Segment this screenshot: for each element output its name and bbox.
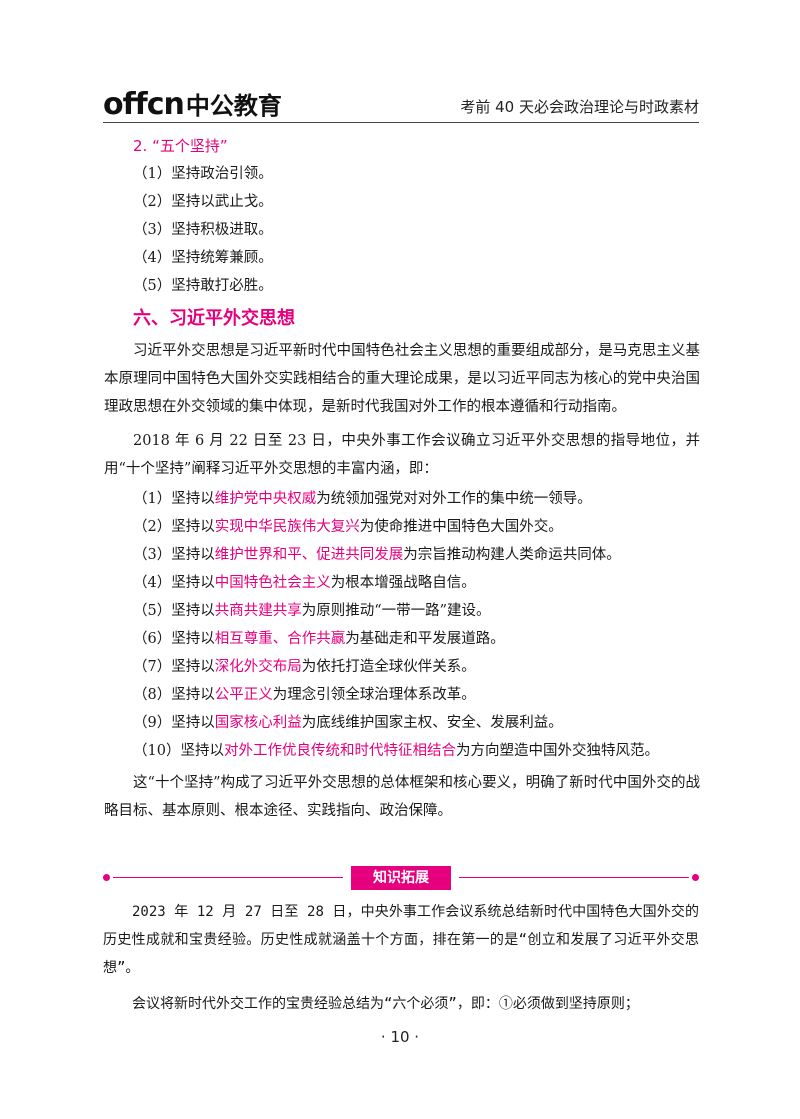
list-item: （2）坚持以武止戈。 bbox=[133, 194, 273, 210]
list-item: （9）坚持以国家核心利益为底线维护国家主权、安全、发展利益。 bbox=[133, 713, 699, 734]
page-header: offcn 中公教育 考前 40 天必会政治理论与时政素材 bbox=[103, 86, 699, 122]
page-number: · 10 · bbox=[380, 1028, 420, 1046]
banner-rule-left bbox=[113, 877, 343, 878]
item-highlight: 实现中华民族伟大复兴 bbox=[214, 519, 360, 535]
paragraph: 2023 年 12 月 27 日至 28 日，中央外事工作会议系统总结新时代中国… bbox=[103, 904, 699, 976]
item-prefix: （9）坚持以 bbox=[133, 715, 215, 731]
item-prefix: （5）坚持以 bbox=[133, 603, 215, 619]
item-highlight: 中国特色社会主义 bbox=[214, 575, 331, 591]
banner-rule-right bbox=[459, 877, 689, 878]
item-highlight: 国家核心利益 bbox=[214, 715, 302, 731]
list-item: （1）坚持以维护党中央权威为统领加强党对对外工作的集中统一领导。 bbox=[133, 489, 699, 510]
item-highlight: 公平正义 bbox=[214, 687, 273, 703]
item-highlight: 对外工作优良传统和时代特征相结合 bbox=[223, 743, 456, 759]
paragraph: 这“十个坚持”构成了习近平外交思想的总体框架和核心要义，明确了新时代中国外交的战… bbox=[104, 775, 700, 819]
item-suffix: 为使命推进中国特色大国外交。 bbox=[359, 519, 563, 535]
offcn-logo: offcn 中公教育 bbox=[103, 86, 282, 122]
item-prefix: （8）坚持以 bbox=[133, 687, 215, 703]
list-item: （4）坚持统筹兼顾。 bbox=[133, 250, 273, 266]
item-suffix: 为原则推动“一带一路”建设。 bbox=[301, 603, 491, 619]
list-item: （3）坚持积极进取。 bbox=[133, 222, 273, 238]
item-highlight: 深化外交布局 bbox=[214, 659, 302, 675]
paragraph: 习近平外交思想是习近平新时代中国特色社会主义思想的重要组成部分，是马克思主义基本… bbox=[104, 343, 700, 415]
list-item: （5）坚持敢打必胜。 bbox=[133, 278, 273, 294]
list-item: （6）坚持以相互尊重、合作共赢为基础走和平发展道路。 bbox=[133, 629, 699, 650]
logo-latin-text: offcn bbox=[103, 87, 185, 122]
item-suffix: 为方向塑造中国外交独特风范。 bbox=[455, 743, 659, 759]
item-highlight: 共商共建共享 bbox=[214, 603, 302, 619]
list-item: （10）坚持以对外工作优良传统和时代特征相结合为方向塑造中国外交独特风范。 bbox=[133, 741, 699, 762]
item-prefix: （6）坚持以 bbox=[133, 631, 215, 647]
item-suffix: 为基础走和平发展道路。 bbox=[345, 631, 505, 647]
knowledge-label: 知识拓展 bbox=[351, 866, 451, 890]
item-highlight: 相互尊重、合作共赢 bbox=[214, 631, 346, 647]
list-item: （7）坚持以深化外交布局为依托打造全球伙伴关系。 bbox=[133, 657, 699, 678]
subsection-title: 2. “五个坚持” bbox=[133, 137, 228, 155]
paragraph: 2018 年 6 月 22 日至 23 日，中央外事工作会议确立习近平外交思想的… bbox=[104, 433, 700, 477]
section-title: 六、习近平外交思想 bbox=[133, 308, 295, 329]
item-prefix: （1）坚持以 bbox=[133, 491, 215, 507]
item-suffix: 为依托打造全球伙伴关系。 bbox=[301, 659, 476, 675]
knowledge-banner: 知识拓展 bbox=[103, 866, 699, 890]
item-suffix: 为根本增强战略自信。 bbox=[330, 575, 476, 591]
item-prefix: （3）坚持以 bbox=[133, 547, 215, 563]
item-prefix: （2）坚持以 bbox=[133, 519, 215, 535]
item-suffix: 为统领加强党对对外工作的集中统一领导。 bbox=[316, 491, 592, 507]
list-item: （8）坚持以公平正义为理念引领全球治理体系改革。 bbox=[133, 685, 699, 706]
list-item: （3）坚持以维护世界和平、促进共同发展为宗旨推动构建人类命运共同体。 bbox=[133, 545, 699, 566]
item-highlight: 维护世界和平、促进共同发展 bbox=[214, 547, 404, 563]
knowledge-content: 2023 年 12 月 27 日至 28 日，中央外事工作会议系统总结新时代中国… bbox=[103, 898, 699, 1026]
item-prefix: （7）坚持以 bbox=[133, 659, 215, 675]
item-suffix: 为理念引领全球治理体系改革。 bbox=[272, 687, 476, 703]
banner-dot-right bbox=[692, 874, 699, 881]
header-divider bbox=[103, 122, 699, 123]
book-title: 考前 40 天必会政治理论与时政素材 bbox=[460, 98, 699, 116]
list-item: （1）坚持政治引领。 bbox=[133, 166, 273, 182]
item-prefix: （10）坚持以 bbox=[133, 743, 224, 759]
main-content: 2. “五个坚持” （1）坚持政治引领。 （2）坚持以武止戈。 （3）坚持积极进… bbox=[104, 136, 700, 831]
list-item: （4）坚持以中国特色社会主义为根本增强战略自信。 bbox=[133, 573, 699, 594]
item-prefix: （4）坚持以 bbox=[133, 575, 215, 591]
item-suffix: 为底线维护国家主权、安全、发展利益。 bbox=[301, 715, 563, 731]
item-highlight: 维护党中央权威 bbox=[214, 491, 317, 507]
list-item: （2）坚持以实现中华民族伟大复兴为使命推进中国特色大国外交。 bbox=[133, 517, 699, 538]
logo-chinese-text: 中公教育 bbox=[185, 92, 282, 120]
banner-dot-left bbox=[103, 874, 110, 881]
item-suffix: 为宗旨推动构建人类命运共同体。 bbox=[403, 547, 621, 563]
paragraph: 会议将新时代外交工作的宝贵经验总结为“六个必须”，即：①必须做到坚持原则； bbox=[132, 996, 639, 1012]
list-item: （5）坚持以共商共建共享为原则推动“一带一路”建设。 bbox=[133, 601, 699, 622]
